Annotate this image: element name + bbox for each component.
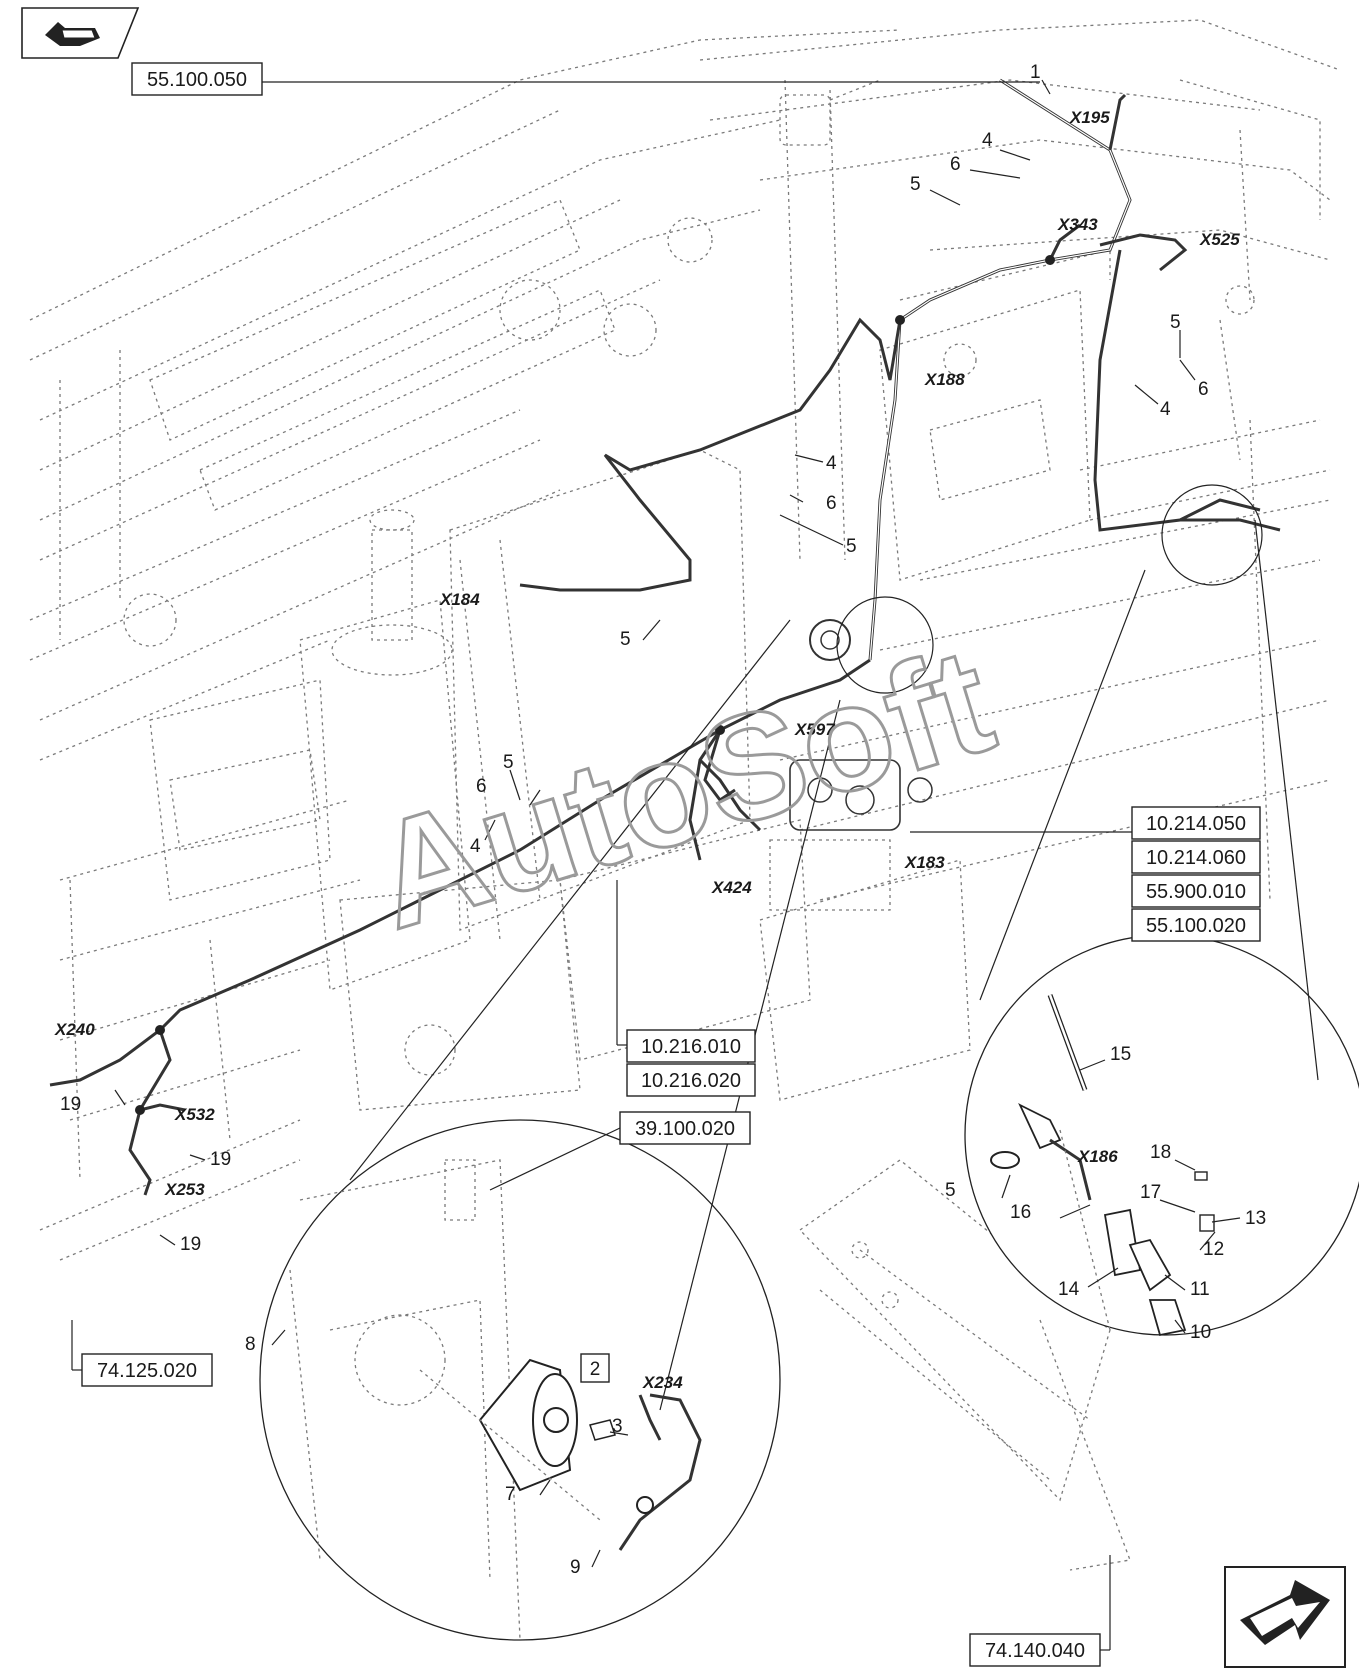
item-2-box: 2 <box>580 1353 610 1383</box>
item-number: 6 <box>1198 379 1209 400</box>
reference-74-125-020[interactable]: 74.125.020 <box>81 1353 213 1387</box>
svg-text:10.216.020: 10.216.020 <box>641 1070 741 1092</box>
reference-39-100-020[interactable]: 39.100.020 <box>619 1111 751 1145</box>
connector-label: X240 <box>54 1020 95 1039</box>
reference-10-214-050[interactable]: 10.214.050 <box>1131 806 1261 840</box>
item-number: 15 <box>1110 1044 1131 1065</box>
reference-10-216-010[interactable]: 10.216.010 <box>626 1029 756 1063</box>
item-number: 12 <box>1203 1239 1224 1260</box>
back-arrow-icon[interactable] <box>21 7 140 59</box>
svg-text:2: 2 <box>590 1359 601 1380</box>
svg-text:10.214.050: 10.214.050 <box>1146 813 1246 835</box>
svg-text:10.216.010: 10.216.010 <box>641 1036 741 1058</box>
item-number: 6 <box>950 154 961 175</box>
item-callouts: 1 4 6 5 5 6 4 4 6 5 5 5 6 4 19 19 19 2 3… <box>60 62 1266 1578</box>
callout-leaders <box>114 79 1241 1568</box>
reference-74-140-040[interactable]: 74.140.040 <box>969 1633 1101 1667</box>
connector-label: X234 <box>642 1373 683 1392</box>
connector-label: X424 <box>711 878 752 897</box>
svg-text:55.100.050: 55.100.050 <box>147 69 247 91</box>
reference-55-100-050[interactable]: 55.100.050 <box>131 62 263 96</box>
connector-label: X188 <box>924 370 965 389</box>
forward-arrow-icon[interactable] <box>1224 1566 1346 1668</box>
svg-text:55.900.010: 55.900.010 <box>1146 881 1246 903</box>
item-number: 5 <box>945 1180 956 1201</box>
detail-view-lamp <box>259 619 841 1641</box>
reference-10-214-060[interactable]: 10.214.060 <box>1131 840 1261 874</box>
reference-10-216-020[interactable]: 10.216.020 <box>626 1063 756 1097</box>
item-number: 6 <box>476 776 487 797</box>
item-number: 5 <box>1170 312 1181 333</box>
item-number: 7 <box>505 1484 516 1505</box>
reference-55-900-010[interactable]: 55.900.010 <box>1131 874 1261 908</box>
item-number: 19 <box>180 1234 201 1255</box>
item-number: 8 <box>245 1334 256 1355</box>
connector-label: X597 <box>794 720 836 739</box>
item-number: 1 <box>1030 62 1041 83</box>
item-number: 4 <box>826 453 837 474</box>
connector-label: X525 <box>1199 230 1240 249</box>
item-number: 13 <box>1245 1208 1266 1229</box>
item-number: 5 <box>503 752 514 773</box>
item-number: 5 <box>620 629 631 650</box>
svg-text:39.100.020: 39.100.020 <box>635 1118 735 1140</box>
machine-frame-drawing <box>29 19 1341 1571</box>
item-number: 11 <box>1190 1279 1210 1300</box>
svg-text:74.125.020: 74.125.020 <box>97 1360 197 1382</box>
watermark: AutoSoft <box>354 613 1012 962</box>
svg-text:74.140.040: 74.140.040 <box>985 1640 1085 1662</box>
connector-labels: X195 X343 X525 X188 X184 X597 X183 X424 … <box>54 108 1240 1392</box>
item-number: 4 <box>982 130 993 151</box>
wiring-harness <box>49 78 1281 1196</box>
item-number: 3 <box>612 1416 623 1437</box>
item-number: 19 <box>210 1149 231 1170</box>
item-number: 14 <box>1058 1279 1080 1300</box>
reference-leaders <box>71 81 1132 1651</box>
svg-text:55.100.020: 55.100.020 <box>1146 915 1246 937</box>
connector-label: X184 <box>439 590 480 609</box>
item-number: 19 <box>60 1094 81 1115</box>
detail-view-connector <box>836 484 1359 1337</box>
svg-text:AutoSoft: AutoSoft <box>355 615 1010 961</box>
connector-label: X253 <box>164 1180 205 1199</box>
item-number: 5 <box>846 536 857 557</box>
item-number: 10 <box>1190 1322 1211 1343</box>
item-number: 5 <box>910 174 921 195</box>
item-number: 4 <box>470 836 481 857</box>
connector-label: X186 <box>1077 1147 1118 1166</box>
reference-55-100-020[interactable]: 55.100.020 <box>1131 908 1261 942</box>
item-number: 4 <box>1160 399 1171 420</box>
item-number: 18 <box>1150 1142 1171 1163</box>
item-number: 17 <box>1140 1182 1161 1203</box>
item-number: 9 <box>570 1557 581 1578</box>
connector-label: X532 <box>174 1105 215 1124</box>
connector-label: X343 <box>1057 215 1098 234</box>
svg-text:10.214.060: 10.214.060 <box>1146 847 1246 869</box>
item-number: 6 <box>826 493 837 514</box>
connector-label: X195 <box>1069 108 1110 127</box>
item-number: 16 <box>1010 1202 1031 1223</box>
connector-label: X183 <box>904 853 945 872</box>
